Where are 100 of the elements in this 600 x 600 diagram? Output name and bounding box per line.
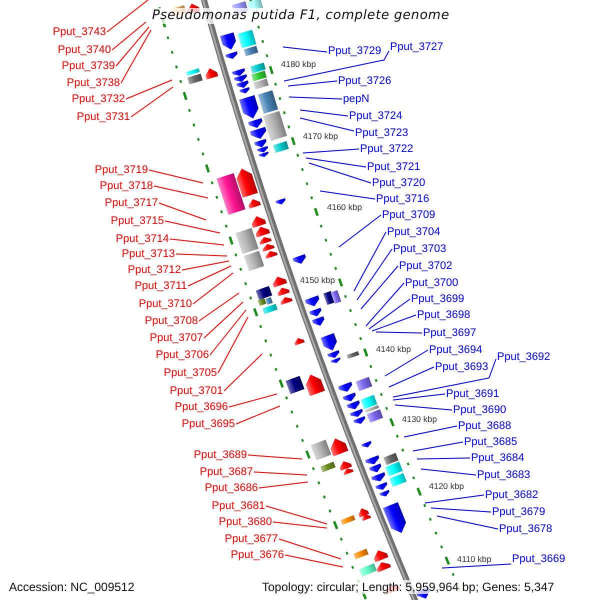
gene-label: Pput_3712 <box>128 264 181 276</box>
gene-label: Pput_3720 <box>372 177 426 189</box>
leader-line <box>430 508 492 512</box>
leader-line <box>354 232 386 292</box>
leader-line <box>338 214 382 248</box>
leader-line <box>198 292 240 322</box>
gene-label: Pput_3702 <box>399 260 452 272</box>
gene-label: Pput_3714 <box>116 233 169 245</box>
scale-label: 4180 kbp <box>281 60 316 68</box>
gene-label: Pput_3708 <box>144 315 198 327</box>
leader-line <box>320 190 376 200</box>
leader-line <box>106 0 148 32</box>
leader-line <box>282 46 328 52</box>
leader-line <box>420 468 476 476</box>
gene-label: Pput_3722 <box>360 143 414 155</box>
gene-label: Pput_3685 <box>464 436 518 448</box>
leader-line <box>266 506 328 524</box>
gene-label: Pput_3690 <box>453 404 506 416</box>
gene-label: Pput_3693 <box>435 361 488 373</box>
leader-line <box>288 80 338 86</box>
gene-label: Pput_3696 <box>174 401 228 413</box>
leader-line <box>404 426 458 438</box>
leader-line <box>126 80 172 100</box>
leader-line <box>360 266 398 310</box>
gene-label: Pput_3723 <box>355 127 408 139</box>
leader-line <box>254 472 308 476</box>
leader-line <box>228 394 278 408</box>
gene-label: Pput_3710 <box>138 298 192 310</box>
leader-line <box>366 282 404 326</box>
leader-line <box>368 298 410 330</box>
gene-label: Pput_3695 <box>182 418 235 430</box>
genome-summary-text: Topology: circular; Length: 5,959,964 bp; Genes: 5,347 <box>262 580 554 594</box>
scale-label: 4110 kbp <box>457 554 492 564</box>
leader-line <box>236 406 280 424</box>
leader-line <box>436 516 498 530</box>
gene-label: Pput_3678 <box>499 523 552 535</box>
gene-label: Pput_3721 <box>367 161 420 173</box>
gene-label: Pput_3711 <box>134 280 187 292</box>
gene-label: Pput_3738 <box>66 77 120 89</box>
leader-line <box>224 354 262 392</box>
gene-label: Pput_3691 <box>446 388 500 400</box>
gene-label: Pput_3719 <box>94 164 148 176</box>
gene-label: Pput_3677 <box>224 533 278 545</box>
leader-line <box>272 522 328 528</box>
leader-line <box>116 26 150 66</box>
gene-label: Pput_3699 <box>411 293 464 305</box>
leader-line <box>308 162 372 184</box>
gene-label: Pput_3707 <box>150 332 203 344</box>
gene-label: Pput_3698 <box>417 309 470 321</box>
leader-line <box>300 110 348 116</box>
gene-label: Pput_3694 <box>429 344 482 356</box>
gene-label: Pput_3726 <box>338 75 392 87</box>
leader-line <box>258 482 308 488</box>
gene-label: Pput_3743 <box>52 26 106 38</box>
gene-label: Pput_3706 <box>156 349 209 361</box>
gene-label: Pput_3715 <box>110 215 164 227</box>
leader-line <box>284 50 390 82</box>
gene-label: Pput_3709 <box>382 209 436 221</box>
gene-label: Pput_3679 <box>492 506 546 518</box>
leader-line <box>300 118 354 132</box>
leader-line <box>356 248 392 300</box>
leader-line <box>210 310 246 356</box>
leader-line <box>188 266 232 286</box>
gene-label: Pput_3680 <box>218 516 272 528</box>
leader-line <box>372 314 416 332</box>
leader-line <box>412 442 464 452</box>
leader-line <box>248 454 302 460</box>
leader-line <box>192 272 234 304</box>
gene-label: Pput_3701 <box>170 385 223 397</box>
scale-label: 4120 kbp <box>429 482 464 490</box>
gene-label: Pput_3697 <box>423 327 476 339</box>
leader-line <box>394 404 452 410</box>
leader-line <box>278 538 342 560</box>
gene-label: Pput_3727 <box>390 41 444 53</box>
gene-label: Pput_3713 <box>122 248 175 260</box>
leader-line <box>384 350 428 376</box>
leader-line <box>158 202 206 220</box>
leader-line <box>154 186 208 198</box>
gene-label: Pput_3739 <box>62 60 115 72</box>
gene-label: Pput_3740 <box>58 44 111 56</box>
leader-line <box>306 158 366 168</box>
leader-line <box>442 564 512 568</box>
gene-label: pepN <box>343 93 370 105</box>
gene-label: Pput_3692 <box>497 351 550 363</box>
leader-line <box>392 394 446 400</box>
gene-label: Pput_3729 <box>328 45 382 57</box>
gene-label: Pput_3718 <box>100 180 153 192</box>
leader-line <box>112 22 146 50</box>
gene-label: Pput_3683 <box>477 469 530 481</box>
gene-label: Pput_3688 <box>458 420 512 432</box>
leader-line <box>284 554 344 568</box>
leader-line <box>416 458 470 460</box>
gene-label: Pput_3731 <box>76 111 130 123</box>
leader-line <box>176 254 228 256</box>
gene-label: Pput_3716 <box>376 193 430 205</box>
leader-line <box>376 332 422 334</box>
gene-label: Pput_3681 <box>212 500 265 512</box>
gene-label: Pput_3682 <box>485 489 538 501</box>
gene-label: Pput_3724 <box>349 110 402 122</box>
gene-label: Pput_3689 <box>194 449 247 461</box>
